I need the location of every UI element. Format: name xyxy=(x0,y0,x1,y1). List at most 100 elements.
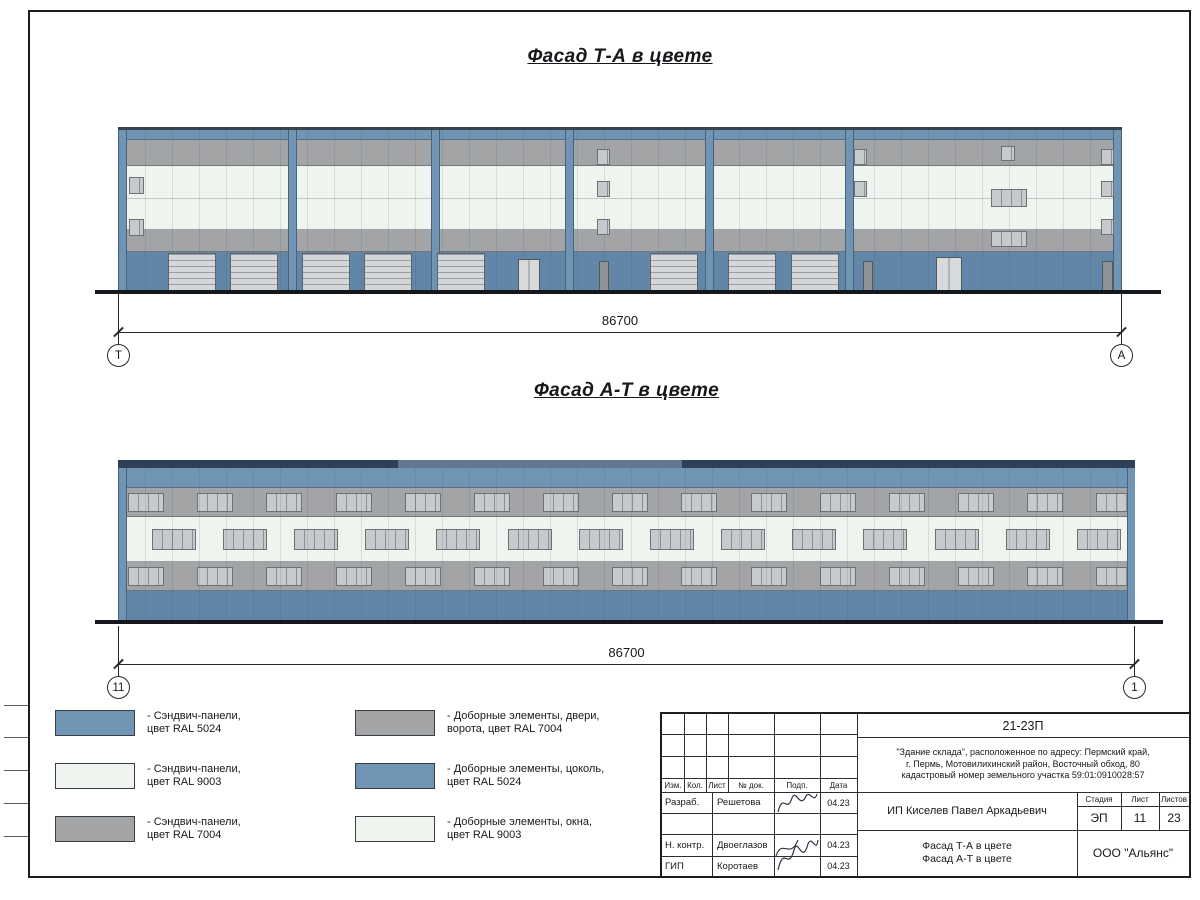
titleblock-line xyxy=(706,714,707,792)
window xyxy=(578,529,623,550)
facade-ta-drawing xyxy=(118,127,1122,292)
facade-band xyxy=(118,140,1122,166)
window xyxy=(934,529,979,550)
window xyxy=(222,529,267,550)
pilaster-column xyxy=(1126,468,1135,622)
col-header-podp: Подп. xyxy=(786,780,808,790)
window xyxy=(266,567,303,586)
window xyxy=(1096,567,1133,586)
window xyxy=(335,493,372,512)
window xyxy=(507,529,552,550)
titleblock-line xyxy=(662,834,857,835)
window xyxy=(596,181,610,197)
titleblock-line xyxy=(684,714,685,792)
window xyxy=(863,529,908,550)
sectional-gate xyxy=(790,253,839,291)
door xyxy=(862,261,873,291)
legend-label: - Доборные элементы, двери, ворота, цвет… xyxy=(447,710,600,735)
titleblock-line xyxy=(662,792,1189,793)
list-value: 11 xyxy=(1133,811,1147,825)
window xyxy=(792,529,837,550)
facade-band xyxy=(118,517,1135,562)
window xyxy=(1100,219,1114,235)
margin-stamp-line xyxy=(4,803,28,804)
axis-marker-11: 11 xyxy=(107,676,130,699)
dimension-line xyxy=(118,664,1135,665)
titleblock-line xyxy=(662,734,857,735)
window xyxy=(404,567,441,586)
legend-label: - Доборные элементы, цоколь, цвет RAL 50… xyxy=(447,763,605,788)
margin-stamp-line xyxy=(4,737,28,738)
staff-role: Н. контр. xyxy=(665,839,705,851)
titleblock-line xyxy=(1159,792,1160,830)
titleblock-line xyxy=(662,856,857,857)
window xyxy=(721,529,766,550)
window xyxy=(129,219,145,236)
watermark xyxy=(397,460,683,468)
window xyxy=(1027,493,1064,512)
pilaster-column xyxy=(431,130,441,292)
pilaster-column xyxy=(287,130,297,292)
titleblock-line xyxy=(1077,792,1078,876)
staff-date: 04.23 xyxy=(827,797,850,808)
window xyxy=(1005,529,1050,550)
window xyxy=(819,493,856,512)
window xyxy=(151,529,196,550)
window xyxy=(991,189,1028,207)
titleblock-line xyxy=(857,714,858,876)
window xyxy=(543,567,580,586)
pilaster-column xyxy=(118,468,127,622)
window xyxy=(819,567,856,586)
titleblock-line xyxy=(820,714,821,876)
facade-band xyxy=(118,130,1122,140)
axis-marker-1: 1 xyxy=(1123,676,1146,699)
window xyxy=(266,493,303,512)
window xyxy=(293,529,338,550)
window xyxy=(128,567,165,586)
listov-value: 23 xyxy=(1167,811,1181,825)
facade-band xyxy=(118,591,1135,622)
window xyxy=(129,177,145,194)
window xyxy=(128,493,165,512)
legend-item: - Доборные элементы, двери, ворота, цвет… xyxy=(355,710,675,736)
legend: - Сэндвич-панели, цвет RAL 5024 - Сэндвич… xyxy=(55,710,675,842)
window xyxy=(1100,181,1114,197)
object-description: "Здание склада", расположенное по адресу… xyxy=(896,747,1150,781)
legend-label: - Сэндвич-панели, цвет RAL 5024 xyxy=(147,710,241,735)
titleblock-line xyxy=(1077,806,1189,807)
door xyxy=(517,259,540,291)
sheet-name: Фасад Т-А в цвете Фасад А-Т в цвете xyxy=(922,840,1012,865)
sectional-gate xyxy=(230,253,279,291)
axis-marker-t: Т xyxy=(107,344,130,367)
window xyxy=(596,149,610,165)
window xyxy=(197,493,234,512)
window xyxy=(543,493,580,512)
window xyxy=(681,493,718,512)
panel-joint-line xyxy=(118,198,1122,199)
axis-label: Т xyxy=(114,349,123,362)
staff-name: Двоеглазов xyxy=(717,839,768,851)
legend-label: - Сэндвич-панели, цвет RAL 9003 xyxy=(147,763,241,788)
facade-ta-title: Фасад Т-А в цвете xyxy=(527,46,713,67)
legend-color-swatch xyxy=(55,816,135,842)
company-name: ООО "Альянс" xyxy=(1092,846,1174,860)
dimension-value: 86700 xyxy=(601,313,639,328)
window xyxy=(750,567,787,586)
titleblock-line xyxy=(857,737,1189,738)
legend-item: - Сэндвич-панели, цвет RAL 9003 xyxy=(55,763,355,789)
axis-marker-a: А xyxy=(1110,344,1133,367)
window xyxy=(888,567,925,586)
facade-band xyxy=(118,230,1122,252)
window xyxy=(596,219,610,235)
legend-label: - Сэндвич-панели, цвет RAL 7004 xyxy=(147,816,241,841)
legend-item: - Сэндвич-панели, цвет RAL 7004 xyxy=(55,816,355,842)
dimension-line xyxy=(118,332,1122,333)
window xyxy=(197,567,234,586)
legend-color-swatch xyxy=(355,710,435,736)
pilaster-column xyxy=(844,130,854,292)
staff-name: Коротаев xyxy=(717,860,759,872)
legend-item: - Сэндвич-панели, цвет RAL 5024 xyxy=(55,710,355,736)
axis-label: 11 xyxy=(112,681,125,694)
window xyxy=(649,529,694,550)
sectional-gate xyxy=(363,253,412,291)
